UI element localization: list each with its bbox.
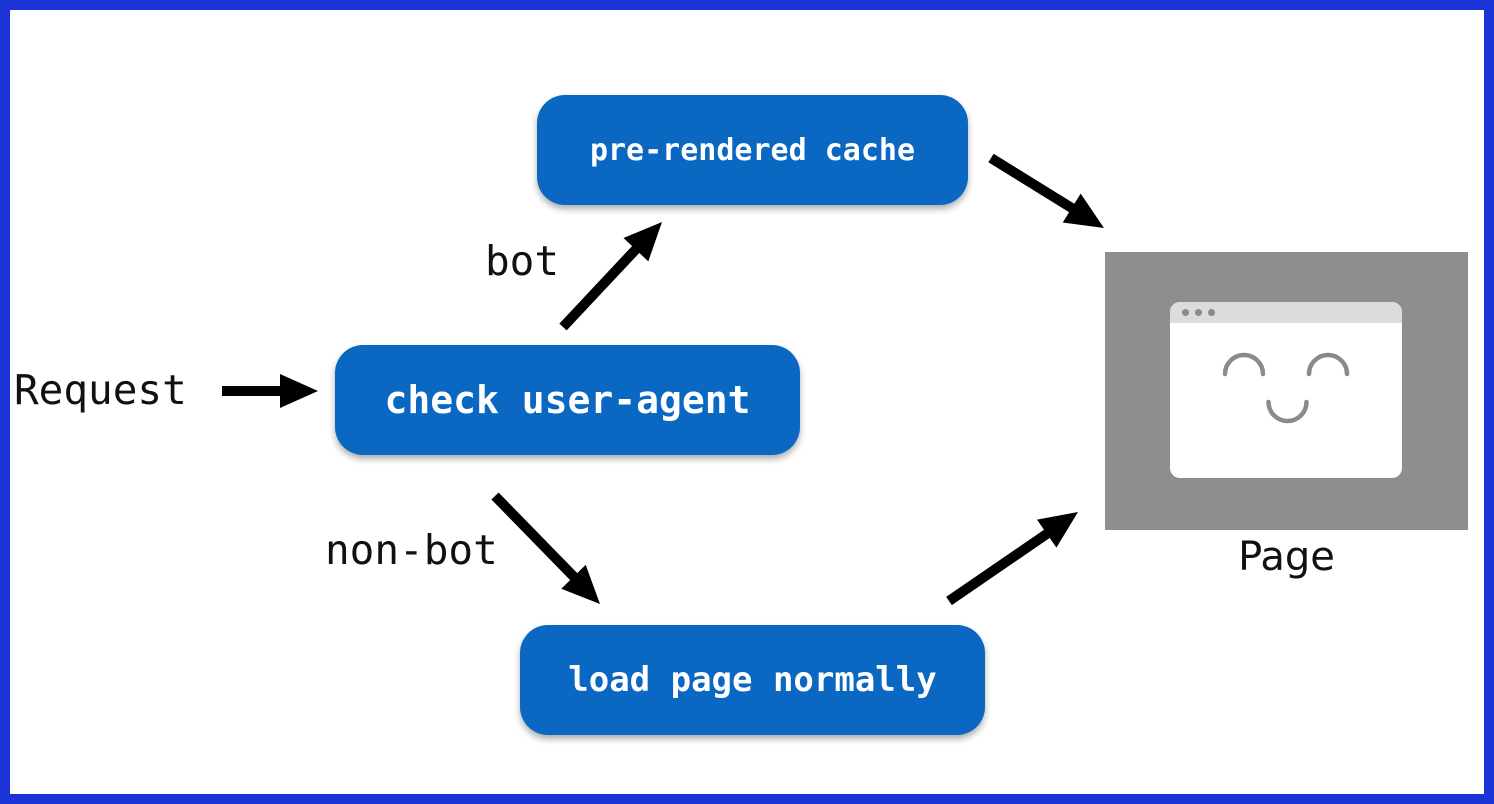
arrow-request-to-check — [222, 374, 318, 408]
node-load-page-normally-label: load page normally — [568, 660, 937, 700]
diagram-canvas: pre-rendered cache check user-agent load… — [10, 10, 1484, 794]
smiley-face-icon — [1222, 352, 1350, 424]
arrow-load-to-page — [946, 512, 1078, 606]
node-pre-rendered-cache: pre-rendered cache — [537, 95, 968, 205]
node-check-user-agent-label: check user-agent — [384, 378, 751, 422]
browser-titlebar — [1170, 302, 1402, 323]
label-non-bot: non-bot — [325, 526, 498, 574]
label-request: Request — [14, 366, 187, 414]
arrow-check-to-cache — [559, 222, 662, 331]
traffic-light-dot-icon — [1208, 309, 1215, 316]
node-pre-rendered-cache-label: pre-rendered cache — [589, 132, 916, 168]
browser-window-icon — [1170, 302, 1402, 478]
arrow-check-to-load — [491, 492, 600, 604]
arrows-layer — [222, 153, 1104, 606]
arrow-cache-to-page — [988, 153, 1104, 228]
traffic-light-dot-icon — [1182, 309, 1189, 316]
node-load-page-normally: load page normally — [520, 625, 985, 735]
label-bot: bot — [485, 237, 560, 285]
node-check-user-agent: check user-agent — [335, 345, 800, 455]
traffic-light-dot-icon — [1195, 309, 1202, 316]
page-thumbnail — [1105, 252, 1468, 530]
label-page: Page — [1238, 534, 1335, 580]
